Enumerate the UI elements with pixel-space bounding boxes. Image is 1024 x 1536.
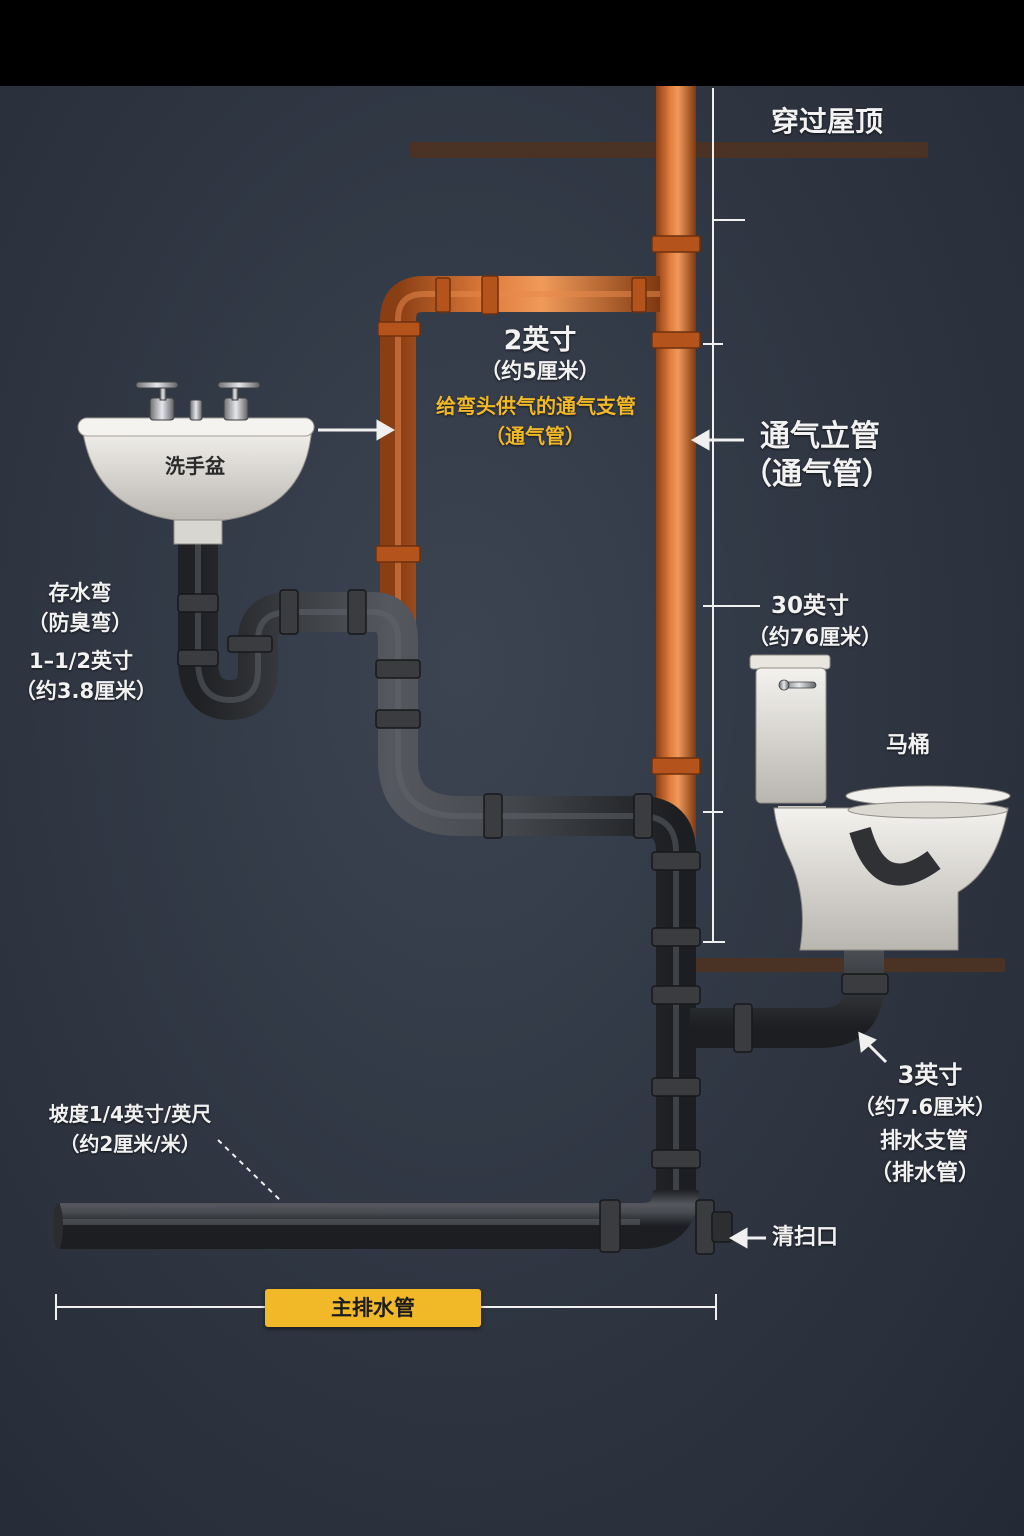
drain-size-metric-label: （约7.6厘米） xyxy=(853,1095,997,1119)
drain-branch-sub-label: （排水管） xyxy=(869,1161,980,1186)
cleanout-cap xyxy=(695,1199,733,1255)
trap-size-label: 1–1/2英寸 xyxy=(28,649,133,673)
main-drain-end xyxy=(53,1203,63,1249)
vent-branch-sub-label: （通气管） xyxy=(485,424,585,448)
faucet-icon xyxy=(135,381,261,421)
sink xyxy=(77,417,315,545)
vent-size-metric-label: （约5厘米） xyxy=(480,359,600,383)
sink-label: 洗手盆 xyxy=(165,454,225,478)
drain-branch-label: 排水支管 xyxy=(879,1129,968,1154)
copper-fittings xyxy=(375,235,701,775)
dimension-label: 30英寸 xyxy=(770,593,849,619)
through-roof-label: 穿过屋顶 xyxy=(770,105,883,138)
vent-stack-sub-label: （通气管） xyxy=(742,457,892,492)
trap-sub-label: （防臭弯） xyxy=(27,611,133,635)
arrow-icon xyxy=(318,419,888,1249)
main-drain-label: 主排水管 xyxy=(265,1289,481,1327)
drain-fittings xyxy=(177,589,889,1253)
dimension-metric-label: （约76厘米） xyxy=(747,625,883,649)
slope-metric-label: （约2厘米/米） xyxy=(59,1132,201,1156)
drain-size-label: 3英寸 xyxy=(897,1061,963,1089)
vent-stack-label: 通气立管 xyxy=(760,419,880,454)
top-black-bar xyxy=(0,0,1024,86)
slope-label: 坡度1/4英寸/英尺 xyxy=(48,1102,212,1126)
cleanout-label: 清扫口 xyxy=(772,1225,839,1250)
trap-label: 存水弯 xyxy=(48,581,112,605)
toilet-label: 马桶 xyxy=(885,733,930,758)
toilet xyxy=(749,654,1011,951)
vent-stack-pipe xyxy=(656,86,696,846)
vent-size-label: 2英寸 xyxy=(503,325,577,356)
trap-size-metric-label: （约3.8厘米） xyxy=(14,679,158,703)
toilet-handle-icon xyxy=(778,679,817,691)
vent-branch-label: 给弯头供气的通气支管 xyxy=(436,394,636,418)
